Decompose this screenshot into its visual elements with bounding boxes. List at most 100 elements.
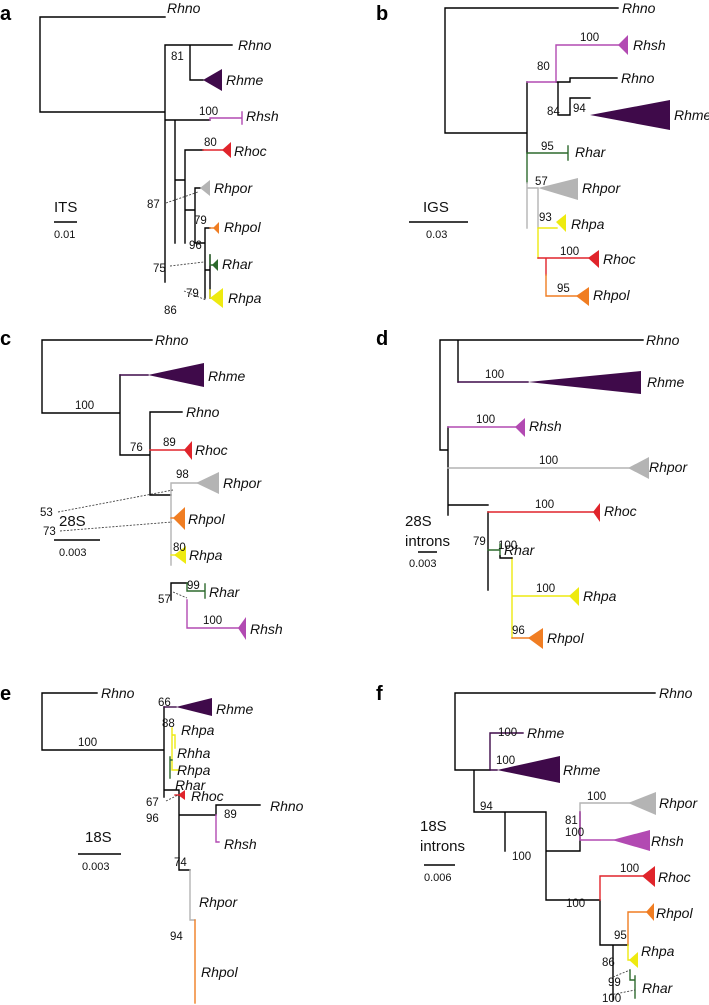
bootstrap-value: 80 xyxy=(204,137,217,149)
bootstrap-value: 73 xyxy=(43,526,56,538)
bootstrap-value: 84 xyxy=(547,106,560,118)
taxon-label: Rhme xyxy=(647,374,685,390)
panel-a-branches xyxy=(39,16,243,308)
taxon-label: Rhno xyxy=(238,37,272,53)
bootstrap-value: 94 xyxy=(573,103,586,115)
bootstrap-value: 79 xyxy=(186,288,199,300)
bootstrap-value: 95 xyxy=(614,930,627,942)
taxon-label: Rhoc xyxy=(234,143,267,159)
taxon-label: Rhno xyxy=(101,685,135,701)
bootstrap-value: 53 xyxy=(40,507,53,519)
taxon-label: Rhar xyxy=(209,584,241,600)
taxon-label: Rhno xyxy=(270,798,304,814)
taxon-label: Rhar xyxy=(175,777,207,793)
bootstrap-value: 95 xyxy=(541,141,554,153)
bootstrap-value: 95 xyxy=(557,283,570,295)
taxon-label: Rhsh xyxy=(529,418,562,434)
taxon-label: Rhsh xyxy=(224,836,257,852)
taxon-label: Rhpor xyxy=(659,795,698,811)
scale-name: 18S xyxy=(420,818,447,835)
panel-label-c: c xyxy=(0,328,11,350)
bootstrap-value: 87 xyxy=(147,199,160,211)
scale-name: ITS xyxy=(54,199,77,216)
taxon-label: Rhsh xyxy=(651,833,684,849)
panel-e-branches xyxy=(41,692,261,1004)
bootstrap-value: 81 xyxy=(565,815,578,827)
bootstrap-value: 100 xyxy=(620,863,639,875)
bootstrap-value: 100 xyxy=(566,898,585,910)
scale-value: 0.003 xyxy=(59,547,87,559)
taxon-label: Rhpor xyxy=(582,180,621,196)
taxon-label: Rhoc xyxy=(604,503,637,519)
bootstrap-value: 100 xyxy=(203,615,222,627)
taxon-label: Rhpa xyxy=(189,547,223,563)
bootstrap-value: 100 xyxy=(580,32,599,44)
bootstrap-value: 66 xyxy=(158,697,171,709)
taxon-label: Rhar xyxy=(575,144,607,160)
panel-f-branches xyxy=(454,692,656,1001)
bootstrap-value: 99 xyxy=(187,580,200,592)
taxon-label: Rhno xyxy=(155,332,189,348)
scale-value: 0.006 xyxy=(424,872,452,884)
taxon-label: Rhpol xyxy=(547,630,584,646)
bootstrap-value: 86 xyxy=(164,305,177,317)
scale-name: introns xyxy=(405,533,450,550)
panel-e: e Rhno Rhme Rhpa Rhha Rhpa Rhar Rhoc Rhn… xyxy=(0,683,304,1004)
bootstrap-value: 100 xyxy=(78,737,97,749)
taxon-label: Rhpor xyxy=(214,180,253,196)
panel-label-e: e xyxy=(0,683,11,705)
taxon-label: Rhme xyxy=(674,107,709,123)
panel-c: c Rhno Rhme Rhno Rhoc Rhpor Rhpol Rhpa R… xyxy=(0,328,283,640)
bootstrap-value: 100 xyxy=(75,400,94,412)
bootstrap-value: 75 xyxy=(153,263,166,275)
panel-b-branches xyxy=(444,7,670,306)
bootstrap-value: 79 xyxy=(473,536,486,548)
bootstrap-value: 100 xyxy=(587,791,606,803)
taxon-label: Rhpol xyxy=(656,905,693,921)
taxon-label: Rhar xyxy=(504,542,536,558)
bootstrap-value: 86 xyxy=(602,957,615,969)
bootstrap-value: 100 xyxy=(485,369,504,381)
scale-name: IGS xyxy=(423,199,449,216)
bootstrap-value: 100 xyxy=(560,246,579,258)
taxon-label: Rhpor xyxy=(649,459,688,475)
taxon-label: Rhsh xyxy=(633,37,666,53)
taxon-label: Rhpa xyxy=(228,290,262,306)
taxon-label: Rhoc xyxy=(603,251,636,267)
bootstrap-value: 98 xyxy=(176,469,189,481)
scale-name: 28S xyxy=(405,513,432,530)
taxon-label: Rhoc xyxy=(191,788,224,804)
taxon-label: Rhpa xyxy=(181,722,215,738)
taxon-label: Rhme xyxy=(208,368,246,384)
panel-label-a: a xyxy=(0,3,12,25)
panel-label-d: d xyxy=(376,328,388,350)
bootstrap-value: 100 xyxy=(512,851,531,863)
scale-value: 0.003 xyxy=(82,861,110,873)
taxon-label: Rhpa xyxy=(641,943,675,959)
scale-name: 18S xyxy=(85,829,112,846)
taxon-label: Rhno xyxy=(622,0,656,16)
bootstrap-value: 89 xyxy=(224,809,237,821)
taxon-label: Rhme xyxy=(226,72,264,88)
bootstrap-value: 67 xyxy=(146,797,159,809)
bootstrap-value: 94 xyxy=(170,931,183,943)
bootstrap-value: 100 xyxy=(536,583,555,595)
scale-value: 0.03 xyxy=(426,229,447,241)
taxon-label: Rhsh xyxy=(246,108,279,124)
taxon-label: Rhme xyxy=(563,762,601,778)
taxon-label: Rhme xyxy=(527,725,565,741)
panel-d-branches xyxy=(439,339,649,649)
taxon-label: Rhsh xyxy=(250,621,283,637)
bootstrap-value: 74 xyxy=(174,857,187,869)
bootstrap-value: 94 xyxy=(480,801,493,813)
taxon-label: Rhpol xyxy=(224,219,261,235)
panel-b: b Rhno Rhsh Rhno Rhme Rhar Rhpor Rhpa Rh… xyxy=(376,0,709,306)
bootstrap-value: 100 xyxy=(498,540,517,552)
scale-value: 0.003 xyxy=(409,558,437,570)
taxon-label: Rhpol xyxy=(188,511,225,527)
panel-c-branches xyxy=(41,339,246,640)
bootstrap-value: 99 xyxy=(608,977,621,989)
bootstrap-value: 89 xyxy=(163,437,176,449)
panel-a: a Rhno Rhno Rhme Rhsh Rhoc Rhpor Rhpol R… xyxy=(0,0,279,317)
